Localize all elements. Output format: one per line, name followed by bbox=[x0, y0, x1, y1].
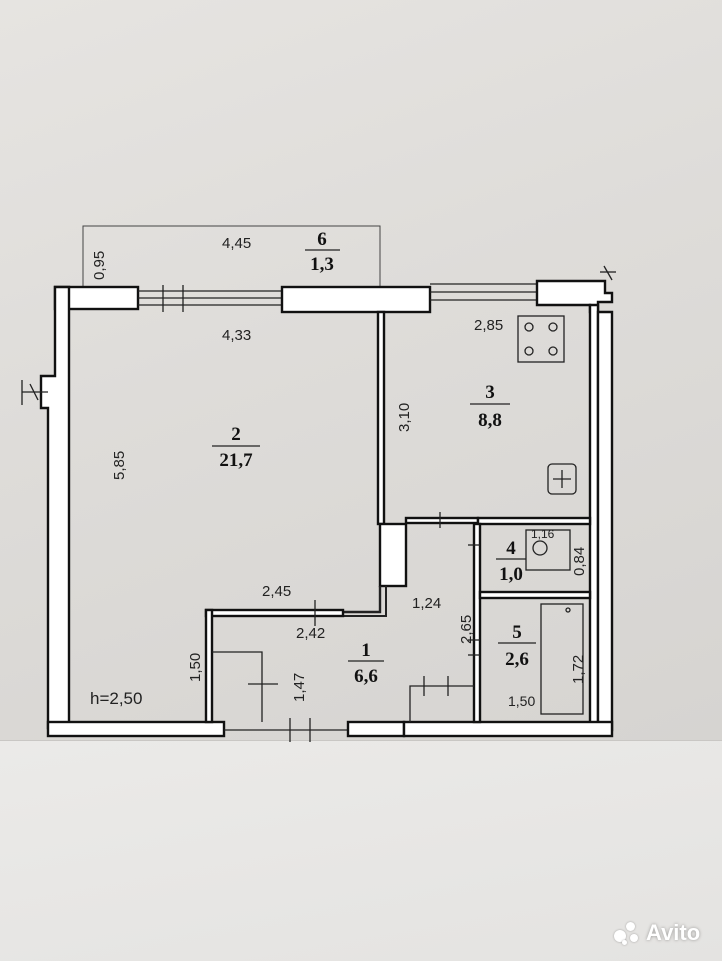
dim-balcony-length: 4,45 bbox=[222, 235, 251, 252]
room-area: 8,8 bbox=[478, 410, 502, 431]
room-area: 1,3 bbox=[310, 254, 334, 275]
dim-hall-width-top: 2,45 bbox=[262, 583, 291, 600]
bathtub-icon bbox=[540, 603, 584, 715]
column bbox=[378, 522, 408, 588]
window-kitchen bbox=[430, 283, 537, 301]
wall-left bbox=[39, 285, 71, 730]
dim-hall-depth-left: 1,50 bbox=[187, 653, 204, 682]
wall-break-mark-left bbox=[21, 380, 48, 405]
dim-wc-width: 1,16 bbox=[531, 527, 555, 541]
dim-bath-length: 1,72 bbox=[570, 655, 587, 684]
ceiling-height-label: h=2,50 bbox=[90, 689, 142, 708]
interior-partitions bbox=[204, 310, 592, 724]
room-number: 3 bbox=[485, 382, 495, 403]
hall-shelf bbox=[409, 676, 474, 722]
room-number: 2 bbox=[231, 424, 241, 445]
wall-break-mark-right bbox=[600, 265, 616, 281]
partition-kitchen-bottom bbox=[404, 516, 480, 525]
paper-blank-area bbox=[0, 740, 722, 961]
wall-right-outer bbox=[596, 310, 614, 732]
dim-room2-width: 4,33 bbox=[222, 327, 251, 344]
hall-closet bbox=[212, 651, 278, 722]
wall-bottom-right bbox=[402, 720, 614, 738]
dim-hall-depth: 1,47 bbox=[291, 673, 308, 702]
exterior-walls bbox=[39, 279, 614, 742]
entrance-door bbox=[224, 718, 348, 742]
partition-wc-bath-left bbox=[472, 522, 482, 724]
room-area: 1,0 bbox=[499, 564, 523, 585]
toilet-icon bbox=[525, 529, 571, 571]
dim-kitchen-width: 2,85 bbox=[474, 317, 503, 334]
room-label-4: 4 1,0 bbox=[496, 538, 526, 585]
dim-room2-length: 5,85 bbox=[111, 451, 128, 480]
avito-watermark: Avito bbox=[612, 920, 700, 946]
room-label-2: 2 21,7 bbox=[212, 424, 260, 471]
avito-logo-icon bbox=[612, 920, 642, 946]
window-left bbox=[138, 285, 282, 312]
partition-hall-top bbox=[204, 608, 345, 618]
partition-hall-left bbox=[204, 608, 214, 724]
partition-wc-bath bbox=[478, 590, 592, 600]
room-number: 6 bbox=[317, 229, 327, 250]
room-number: 5 bbox=[512, 622, 522, 643]
wall-bottom-left bbox=[46, 720, 226, 738]
partition-wc-top bbox=[476, 516, 592, 526]
stove-icon bbox=[517, 315, 565, 363]
dim-hall-right: 1,24 bbox=[412, 595, 441, 612]
room-label-5: 5 2,6 bbox=[498, 622, 536, 670]
room-area: 2,6 bbox=[505, 649, 529, 670]
room-area: 21,7 bbox=[219, 450, 253, 471]
dim-bath-width: 1,50 bbox=[508, 693, 535, 709]
wall-bottom-middle bbox=[346, 720, 406, 738]
dim-hall-length: 2,65 bbox=[458, 615, 475, 644]
room-label-3: 3 8,8 bbox=[470, 382, 510, 431]
dim-balcony-depth: 0,95 bbox=[91, 251, 108, 280]
room-number: 1 bbox=[361, 640, 371, 661]
room-number: 4 bbox=[506, 538, 516, 559]
kitchen-sink-icon bbox=[547, 463, 577, 495]
dim-wc-depth: 0,84 bbox=[571, 547, 588, 576]
dim-kitchen-length: 3,10 bbox=[396, 403, 413, 432]
room-label-6: 6 1,3 bbox=[305, 229, 340, 275]
partition-room2-kitchen bbox=[376, 310, 386, 526]
room-label-1: 1 6,6 bbox=[348, 640, 384, 687]
wall-top-middle bbox=[280, 285, 432, 314]
room-area: 6,6 bbox=[354, 666, 378, 687]
dim-hall-width: 2,42 bbox=[296, 625, 325, 642]
avito-brand-text: Avito bbox=[646, 920, 701, 945]
wall-top-right bbox=[535, 279, 614, 314]
